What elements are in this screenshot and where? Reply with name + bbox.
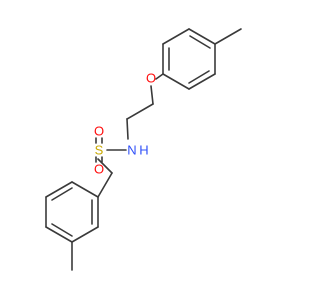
bond [45,226,73,243]
amide-nitrogen-label: N [127,143,136,158]
aromatic-double-bond [51,187,73,201]
sulfonyl-oxygen-bottom-label: O [94,162,104,177]
sulfur-label: S [95,143,104,158]
ch2-ch2-bond [126,103,154,120]
bond [188,28,216,45]
bond [71,226,99,243]
ch2-to-n-bond [126,118,129,140]
bond [162,28,190,45]
s-to-ch2-bond [97,158,113,174]
ch2-to-ring-bond [97,172,113,198]
amide-hydrogen-label: H [139,143,148,158]
bond [162,73,190,90]
bond [71,181,99,198]
bond [188,73,216,90]
ether-oxygen-label: O [146,71,156,86]
top-methyl-bond [214,28,242,45]
aromatic-double-bond [189,35,211,49]
bottom-aromatic-ring [45,181,99,243]
bond [45,181,73,198]
sulfonyl-oxygen-top-label: O [94,124,104,139]
aromatic-double-bond [188,70,210,84]
ether-to-ch2-bond [150,85,154,105]
ring-to-ether-bond [155,73,164,80]
molecule-drawing: O N H S O O [45,28,242,271]
top-aromatic-ring [162,28,216,90]
structure-canvas: O N H S O O [45,28,242,271]
aromatic-double-bond [51,223,73,237]
